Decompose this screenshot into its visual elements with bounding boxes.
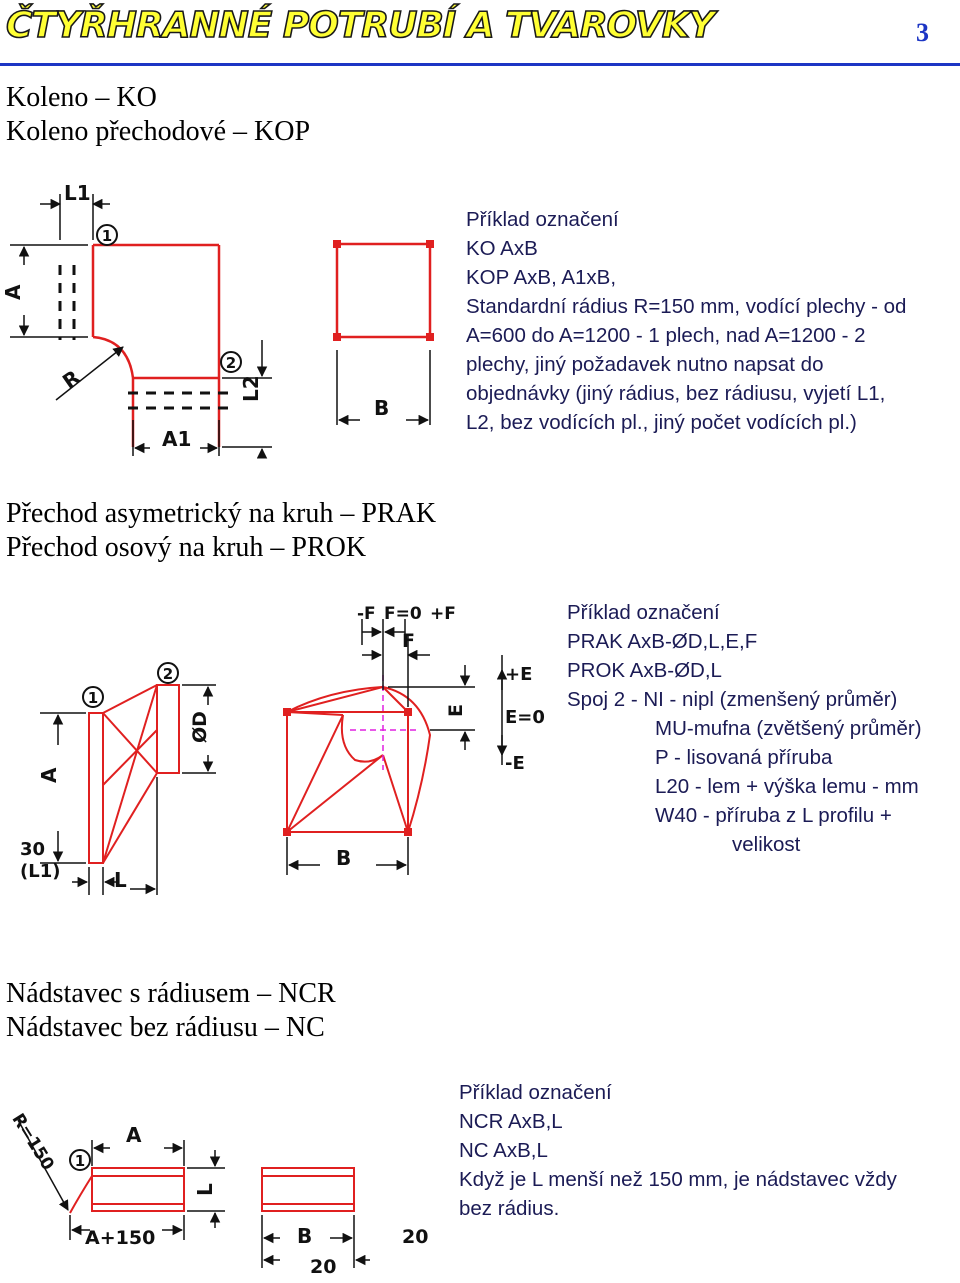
example-line: Spoj 2 - NI - nipl (zmenšený průměr)	[567, 688, 898, 711]
example-line: W40 - příruba z L profilu +	[655, 804, 892, 827]
label-l1: (L1)	[20, 861, 60, 882]
nadstavec-front-outline	[261, 1167, 355, 1212]
heading-line: Přechod osový na kruh – PROK	[6, 532, 367, 563]
label-l1: L1	[64, 181, 91, 205]
page-number: 3	[916, 18, 929, 47]
svg-text:1: 1	[88, 689, 98, 707]
nadstavec-dimensions	[17, 1119, 370, 1268]
dimension-b	[336, 350, 431, 426]
elbow-outline	[91, 243, 221, 447]
label-thirty: 30	[20, 839, 45, 860]
example-line: NC AxB,L	[459, 1139, 548, 1162]
label-l: L	[114, 868, 127, 892]
label-b: B	[374, 396, 389, 420]
svg-text:1: 1	[102, 227, 112, 245]
example-line: Když je L menší než 150 mm, je nádstavec…	[459, 1168, 897, 1191]
heading-line: Nádstavec s rádiusem – NCR	[6, 978, 336, 1009]
section-heading-nadstavec: Nádstavec s rádiusem – NCR Nádstavec bez…	[6, 977, 336, 1045]
label-r: R	[58, 365, 84, 393]
top-view-corners	[283, 708, 412, 836]
prechod-diagram: 1 2 A ØD 30 (L1) L	[20, 604, 545, 895]
label-e: E	[445, 704, 467, 717]
example-koleno: Příklad označení KO AxB KOP AxB, A1xB, S…	[466, 205, 906, 437]
numbered-marker-2: 2	[220, 351, 242, 373]
heading-line: Koleno – KO	[6, 82, 157, 113]
label-a: A	[37, 767, 61, 783]
example-line: PROK AxB-ØD,L	[567, 659, 722, 682]
example-line: NCR AxB,L	[459, 1110, 563, 1133]
label-radius-150: R=150	[7, 1110, 57, 1174]
example-line: PRAK AxB-ØD,L,E,F	[567, 630, 758, 653]
label-b: B	[297, 1224, 312, 1248]
numbered-marker-1: 1	[69, 1149, 91, 1171]
section-heading-prechod: Přechod asymetrický na kruh – PRAK Přech…	[6, 497, 436, 565]
side-view-dimensions	[40, 684, 216, 895]
label-diameter: ØD	[189, 711, 211, 743]
svg-text:1: 1	[75, 1152, 85, 1170]
label-b: B	[336, 846, 351, 870]
numbered-marker-1: 1	[82, 686, 104, 708]
label-f-minus: -F	[357, 604, 376, 624]
heading-line: Přechod asymetrický na kruh – PRAK	[6, 498, 437, 529]
label-l: L	[193, 1183, 217, 1196]
label-f-zero: F=0	[384, 604, 422, 624]
example-line: MU-mufna (zvětšený průměr)	[655, 717, 922, 740]
label-l2: L2	[239, 375, 263, 402]
label-twenty-right: 20	[402, 1226, 428, 1248]
dimension-lines	[10, 194, 272, 459]
svg-text:2: 2	[163, 665, 173, 683]
numbered-marker-1: 1	[96, 224, 118, 246]
example-line: Příklad označení	[567, 601, 720, 624]
flange-dashes	[58, 265, 230, 410]
example-line: bez rádius.	[459, 1197, 560, 1220]
example-line: Příklad označení	[466, 208, 619, 231]
document-title: ČTYŘHRANNÉ POTRUBÍ A TVAROVKY	[5, 4, 715, 47]
label-a: A	[1, 284, 25, 300]
label-a: A	[126, 1123, 142, 1147]
header-divider	[0, 63, 960, 66]
example-line: P - lisovaná příruba	[655, 746, 833, 769]
example-line: L20 - lem + výška lemu - mm	[655, 775, 919, 798]
top-view-dimensions	[286, 619, 508, 875]
example-nadstavec: Příklad označení NCR AxB,L NC AxB,L Když…	[459, 1078, 897, 1223]
example-line: objednávky (jiný rádius, bez rádiusu, vy…	[466, 382, 886, 405]
centre-lines	[350, 675, 420, 770]
koleno-diagram: 1 2 L1 A R L2 A1 B	[1, 181, 434, 459]
front-view-rectangle	[333, 240, 434, 341]
heading-line: Koleno přechodové – KOP	[6, 116, 311, 147]
example-line: KO AxB	[466, 237, 538, 260]
label-twenty-bottom: 20	[310, 1256, 336, 1278]
heading-line: Nádstavec bez rádiusu – NC	[6, 1012, 325, 1043]
label-f-plus: +F	[430, 604, 456, 624]
example-line: Příklad označení	[459, 1081, 612, 1104]
example-line: KOP AxB, A1xB,	[466, 266, 617, 289]
side-view-outline	[88, 684, 180, 864]
label-e-zero: E=0	[505, 707, 545, 728]
label-f: F	[402, 630, 415, 652]
label-e-plus: +E	[505, 664, 532, 685]
example-line: L2, bez vodících pl., jiný počet vodícíc…	[466, 411, 857, 434]
example-prechod: Příklad označení PRAK AxB-ØD,L,E,F PROK …	[567, 598, 922, 859]
section-heading-koleno: Koleno – KO Koleno přechodové – KOP	[6, 81, 310, 149]
example-line: velikost	[732, 833, 801, 856]
label-a-plus-150: A+150	[85, 1227, 155, 1249]
example-line: plechy, jiný požadavek nutno napsat do	[466, 353, 824, 376]
svg-text:2: 2	[226, 354, 236, 372]
nadstavec-diagram: 1 R=150 A L A+150 B 20 20	[7, 1110, 428, 1278]
example-line: A=600 do A=1200 - 1 plech, nad A=1200 - …	[466, 324, 866, 347]
label-a1: A1	[162, 427, 191, 451]
numbered-marker-2: 2	[157, 662, 179, 684]
example-line: Standardní rádius R=150 mm, vodící plech…	[466, 295, 907, 318]
top-view-outline	[286, 685, 432, 833]
label-e-minus: -E	[505, 753, 525, 774]
nadstavec-side-outline	[69, 1167, 185, 1214]
